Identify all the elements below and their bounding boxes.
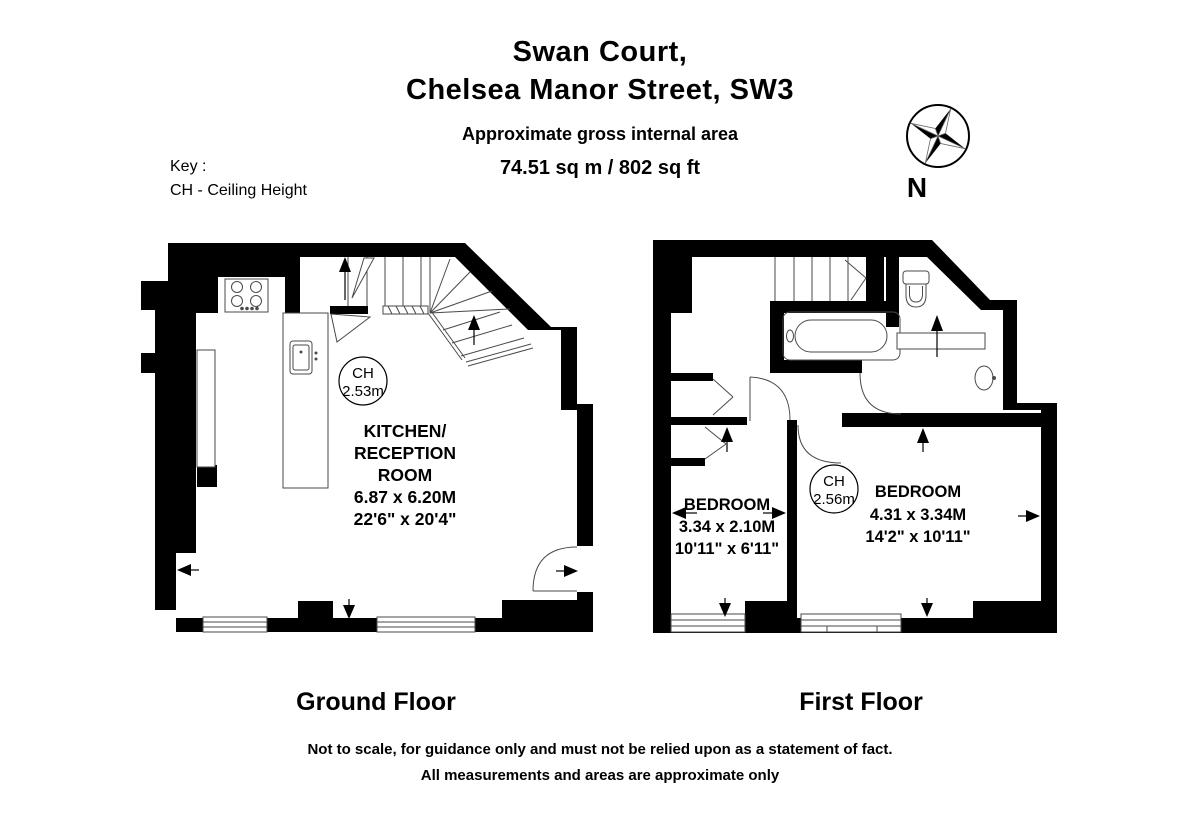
compass-icon: N [906,104,970,203]
ff-bedroom-right-label: BEDROOM 4.31 x 3.34M 14'2" x 10'11" [865,483,970,546]
ground-floor-caption: Ground Floor [296,688,456,716]
gf-window-right [376,616,476,633]
gf-entrance-door-arc [532,546,578,592]
area-subtitle: Approximate gross internal area [461,124,739,144]
gf-ch-value: 2.53m [342,383,384,400]
ff-ch-value: 2.56m [813,491,855,508]
gf-door-opening [577,546,593,592]
gf-room-name1: KITCHEN/ [364,421,447,441]
ff-counter [896,332,986,350]
disclaimer-line2: All measurements and areas are approxima… [420,767,780,784]
ff-staircase [774,257,867,301]
disclaimer-line1: Not to scale, for guidance only and must… [307,741,893,758]
ff-br-dims-metric: 4.31 x 3.34M [870,506,966,524]
ff-closet-stub-upper [671,373,713,381]
ff-ch-label: CH [823,473,845,490]
ff-bl-name: BEDROOM [684,496,770,514]
gf-ch-label: CH [352,365,374,382]
key-ch-definition: CH - Ceiling Height [170,182,307,199]
ff-bath-top-wall [770,301,890,313]
ff-hall-bedroom-wall [671,417,747,425]
ff-closet-stub-lower [671,458,705,466]
gf-island-counter [282,312,329,489]
ff-stair-wall [866,257,884,313]
gf-wall-stub [330,306,368,314]
gf-window-left [202,616,268,633]
ff-window-right [800,613,902,633]
ff-br-name: BEDROOM [875,483,961,501]
gf-room-name3: ROOM [378,465,432,485]
gf-wall-step2 [502,600,578,618]
ff-wall-step1 [745,601,797,633]
gf-wall-bump [197,465,217,487]
gf-wall-step1 [298,601,333,618]
ff-corner-block [653,240,692,313]
basin-icon [974,365,996,391]
ff-wall-step2 [973,601,1057,633]
ff-bath-left-wall [770,313,784,373]
ff-divider-wall [787,420,797,618]
gf-ceiling-height-badge: CH 2.53m [338,356,388,406]
gf-room-label: KITCHEN/ RECEPTION ROOM 6.87 x 6.20M 22'… [354,421,457,529]
gross-area-value: 74.51 sq m / 802 sq ft [499,157,701,179]
page-title-line2: Chelsea Manor Street, SW3 [406,74,794,106]
key-heading: Key : [170,158,207,175]
gf-floor-area [176,257,577,618]
ff-bl-dims-imperial: 10'11" x 6'11" [675,540,779,558]
sink-icon [289,340,318,375]
ground-floor-plan: CH 2.53m KITCHEN/ RECEPTION ROOM 6.87 x … [141,243,593,633]
ff-ceiling-height-badge: CH 2.56m [809,464,859,514]
gf-arrows [177,257,578,619]
gf-door-leaf-upper [351,257,375,299]
gf-door-leaf-lower [330,313,372,343]
compass-north-label: N [907,172,927,203]
hob-icon [224,278,269,313]
ff-br-dims-imperial: 14'2" x 10'11" [865,528,970,546]
ff-closet-doors [704,378,734,460]
gf-room-dims-metric: 6.87 x 6.20M [354,487,456,507]
ff-wc-wall [886,257,899,327]
toilet-icon [902,270,930,308]
first-floor-caption: First Floor [799,688,923,716]
ff-arrows [672,315,1040,617]
gf-wall-counter [196,349,216,468]
first-floor-plan: CH 2.56m BEDROOM 3.34 x 2.10M 10'11" x 6… [653,240,1057,633]
gf-staircase [347,257,534,367]
page-title-line1: Swan Court, [512,36,688,68]
ff-bath-bottom-wall [770,360,862,373]
ff-bl-dims-metric: 3.34 x 2.10M [679,518,775,536]
gf-room-name2: RECEPTION [354,443,456,463]
ff-bedroom2-top-wall [842,413,1041,427]
gf-room-dims-imperial: 22'6" x 20'4" [354,509,457,529]
ff-door-arcs [749,372,902,464]
ff-bedroom-left-label: BEDROOM 3.34 x 2.10M 10'11" x 6'11" [675,496,779,558]
ff-window-left [670,613,746,633]
